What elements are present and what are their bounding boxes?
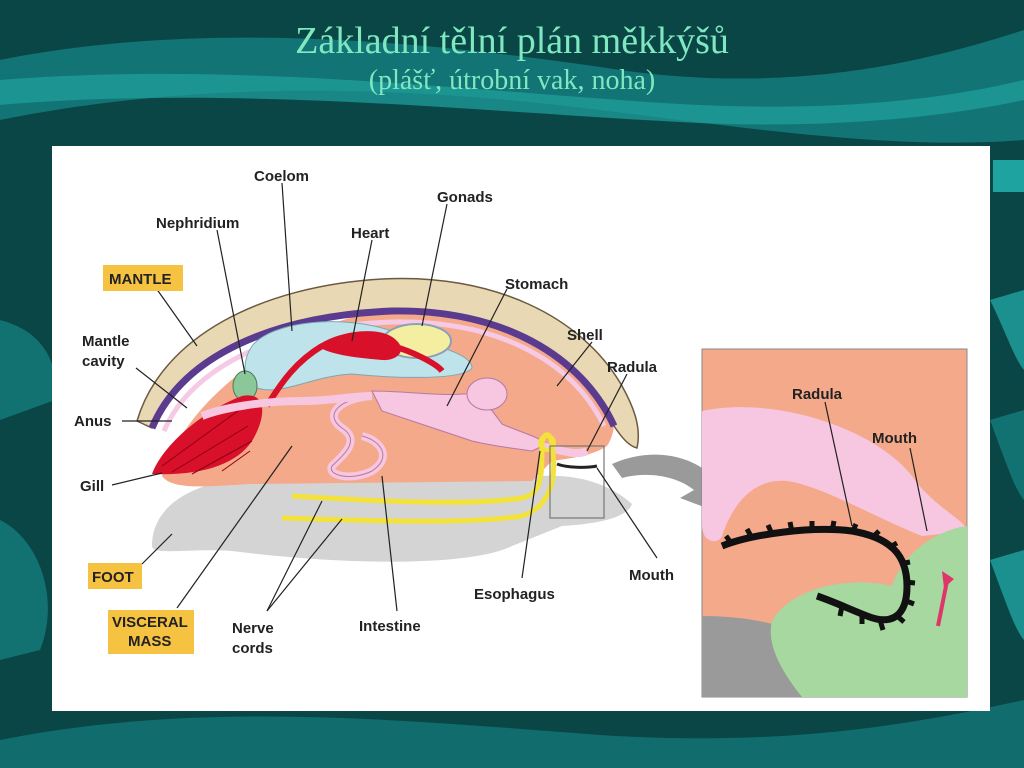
mollusc-body-plan-diagram: Coelom Gonads Nephridium Heart MANTLE St… [74, 168, 968, 698]
label-stomach: Stomach [505, 276, 568, 293]
label-anus: Anus [74, 413, 112, 430]
label-heart: Heart [351, 225, 389, 242]
stomach-shape [371, 390, 548, 452]
radula-inset [701, 348, 968, 698]
label-mantle-cavity-line1: Mantle [82, 333, 130, 350]
label-gill: Gill [80, 478, 104, 495]
label-mouth: Mouth [629, 567, 674, 584]
label-mantle: MANTLE [109, 271, 172, 288]
label-gonads: Gonads [437, 189, 493, 206]
inset-label-mouth: Mouth [872, 430, 917, 447]
slide-subtitle: (plášť, útrobní vak, noha) [368, 65, 656, 96]
slide-header: Základní tělní plán měkkýšů (plášť, útro… [0, 18, 1024, 98]
nerve-cord-lower [281, 445, 557, 524]
slide-title: Základní tělní plán měkkýšů [295, 20, 729, 62]
label-foot: FOOT [92, 569, 134, 586]
heart-shape [317, 331, 402, 361]
label-coelom: Coelom [254, 168, 309, 185]
label-shell: Shell [567, 327, 603, 344]
visceral-mass-label-box [108, 610, 194, 654]
label-nerve-cords-line2: cords [232, 640, 273, 657]
diagram-panel: Coelom Gonads Nephridium Heart MANTLE St… [52, 146, 990, 711]
mouth-zoom-box [549, 445, 605, 519]
gill-shape [152, 395, 263, 475]
label-visceral-mass-line2: MASS [128, 633, 171, 650]
mantle-label-box [103, 265, 183, 291]
label-radula: Radula [607, 359, 658, 376]
label-visceral-mass-line1: VISCERAL [112, 614, 188, 631]
label-nephridium: Nephridium [156, 215, 239, 232]
inset-label-radula: Radula [792, 386, 843, 403]
inset-tongue [770, 526, 967, 697]
label-intestine: Intestine [359, 618, 421, 635]
label-mantle-cavity-line2: cavity [82, 353, 125, 370]
label-nerve-cords-line1: Nerve [232, 620, 274, 637]
mantle-line [148, 307, 618, 430]
inset-oral-cavity [702, 407, 967, 542]
foot-label-box [88, 563, 142, 589]
zoom-arrow [612, 454, 728, 516]
leader-lines [111, 182, 928, 612]
label-esophagus: Esophagus [474, 586, 555, 603]
